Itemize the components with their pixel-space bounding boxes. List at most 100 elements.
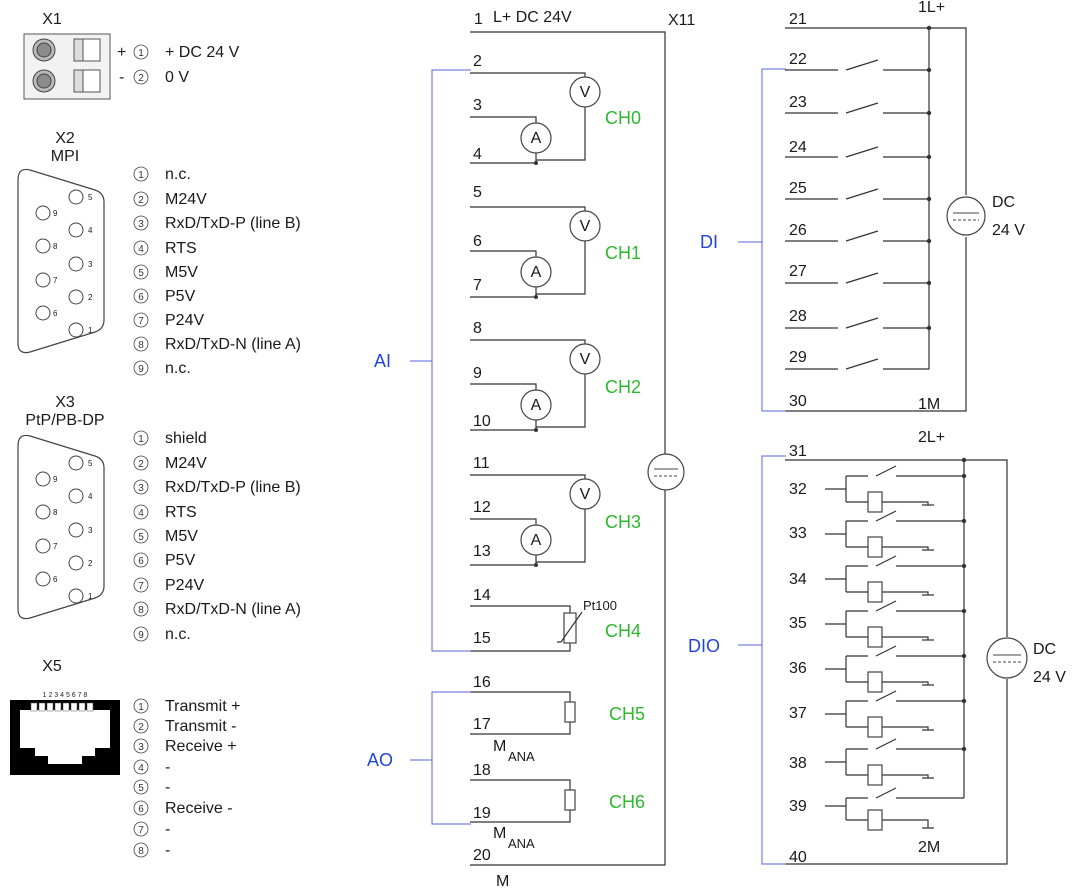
di-terminal-30: 30 (789, 393, 807, 410)
ammeter-symbol-ch3: A (531, 532, 542, 549)
x2-sub-pin-1: 1 (88, 326, 93, 335)
x1-pin-2-label: 0 V (165, 69, 189, 86)
voltmeter-symbol-ch0: V (580, 84, 591, 101)
x3-sub-pin-8: 8 (53, 508, 58, 517)
x5-pin-5-label: - (165, 779, 170, 796)
dio-dc-supply-symbol (986, 637, 1028, 679)
x5-pin-6-label: Receive - (165, 800, 233, 817)
di-terminal-26: 26 (789, 222, 807, 239)
svg-text:7: 7 (138, 825, 144, 836)
x1-title: X1 (42, 11, 62, 28)
svg-text:1: 1 (138, 702, 144, 713)
dio-group-bracket (738, 455, 786, 865)
svg-text:2: 2 (138, 722, 144, 733)
x3-pin-3-label: RxD/TxD-P (line B) (165, 479, 301, 496)
x3-pin-5-label: M5V (165, 528, 198, 545)
x5-pin-3-label: Receive + (165, 738, 237, 755)
x11-terminal-9: 9 (473, 365, 482, 382)
di-terminal-21: 21 (789, 11, 807, 28)
x11-terminal-5: 5 (473, 184, 482, 201)
svg-text:8: 8 (138, 340, 144, 351)
channel-ch1: CH1 (605, 243, 641, 263)
x3-pin-7-label: P24V (165, 577, 204, 594)
x2-pin-7-label: P24V (165, 312, 204, 329)
x2-sub-pin-9: 9 (53, 209, 58, 218)
mana-label-ch5: M (493, 738, 506, 755)
svg-text:7: 7 (138, 316, 144, 327)
x2-pin-6-label: P5V (165, 288, 196, 305)
x2-sub-pin-3: 3 (88, 260, 93, 269)
x3-pin-4-label: RTS (165, 504, 197, 521)
x5-pin-4-label: - (165, 759, 170, 776)
di-top-label: 1L+ (918, 0, 945, 16)
ai-group-bracket (410, 69, 471, 652)
x11-terminal-section: X11 L+ DC 24V M 1 2 3 4 5 6 7 8 9 10 11 … (367, 9, 695, 890)
svg-text:6: 6 (138, 804, 144, 815)
svg-text:6: 6 (138, 556, 144, 567)
channel-ch0: CH0 (605, 108, 641, 128)
dio-terminal-39: 39 (789, 798, 807, 815)
x3-sub-pin-6: 6 (53, 575, 58, 584)
x2-pin-5-label: M5V (165, 264, 198, 281)
di-terminal-section: 1L+ 1M 21 22 23 24 25 26 27 28 29 30 DC … (700, 0, 1025, 413)
ao-load-ch6 (564, 789, 576, 811)
svg-text:5: 5 (138, 532, 144, 543)
x11-terminal-7: 7 (473, 277, 482, 294)
x2-pin-4-label: RTS (165, 240, 197, 257)
x11-terminal-12: 12 (473, 499, 491, 516)
x2-pin-2-label: M24V (165, 191, 207, 208)
svg-text:4: 4 (138, 244, 144, 255)
svg-text:2: 2 (138, 459, 144, 470)
di-terminal-27: 27 (789, 263, 807, 280)
x5-pin-1-label: Transmit + (165, 698, 240, 715)
di-supply-voltage: 24 V (992, 222, 1025, 239)
x5-jack-pin-numbers: 1 2 3 4 5 6 7 8 (43, 692, 88, 699)
ao-load-ch5 (564, 701, 576, 723)
x2-sub-pin-7: 7 (53, 276, 58, 285)
x3-sub-pin-7: 7 (53, 542, 58, 551)
di-terminal-25: 25 (789, 180, 807, 197)
x11-terminal-13: 13 (473, 543, 491, 560)
x5-rj45-jack (10, 700, 120, 775)
svg-text:9: 9 (138, 364, 144, 375)
di-terminal-28: 28 (789, 308, 807, 325)
svg-text:7: 7 (138, 581, 144, 592)
x11-terminal-15: 15 (473, 630, 491, 647)
x5-pin-7-label: - (165, 821, 170, 838)
x11-terminal-19: 19 (473, 805, 491, 822)
di-group-bracket (738, 68, 786, 412)
voltmeter-symbol-ch2: V (580, 351, 591, 368)
x5-title: X5 (42, 658, 62, 675)
x3-sub-pin-9: 9 (53, 475, 58, 484)
x3-pin-1-label: shield (165, 430, 207, 447)
x3-sub-pin-4: 4 (88, 492, 93, 501)
x3-sub-pin-2: 2 (88, 559, 93, 568)
pt100-label: Pt100 (583, 598, 617, 613)
voltmeter-symbol-ch1: V (580, 218, 591, 235)
x3-sub-pin-5: 5 (88, 459, 93, 468)
x2-sub-pin-5: 5 (88, 193, 93, 202)
svg-text:5: 5 (138, 783, 144, 794)
voltmeter-symbol-ch3: V (580, 486, 591, 503)
x2-pin-3-label: RxD/TxD-P (line B) (165, 215, 301, 232)
dio-terminal-section: 2L+ 2M 31 32 33 34 35 36 37 38 39 40 DC … (688, 429, 1066, 866)
x11-terminal-1: 1 (474, 11, 483, 28)
dio-terminal-38: 38 (789, 755, 807, 772)
x2-pin-8-label: RxD/TxD-N (line A) (165, 336, 301, 353)
x11-terminal-14: 14 (473, 587, 491, 604)
x1-pin-1-number: 1 (138, 48, 144, 59)
x5-pin-2-label: Transmit - (165, 718, 236, 735)
channel-ch5: CH5 (609, 704, 645, 724)
svg-text:3: 3 (138, 219, 144, 230)
dio-top-label: 2L+ (918, 429, 945, 446)
x11-terminals: 1 2 3 4 5 6 7 8 9 10 11 12 13 14 15 16 1… (473, 11, 491, 864)
svg-text:1: 1 (138, 170, 144, 181)
x2-sub-pin-4: 4 (88, 226, 93, 235)
x11-terminal-8: 8 (473, 320, 482, 337)
x3-title: X3 (55, 394, 75, 411)
x11-bottom-label: M (496, 873, 509, 890)
